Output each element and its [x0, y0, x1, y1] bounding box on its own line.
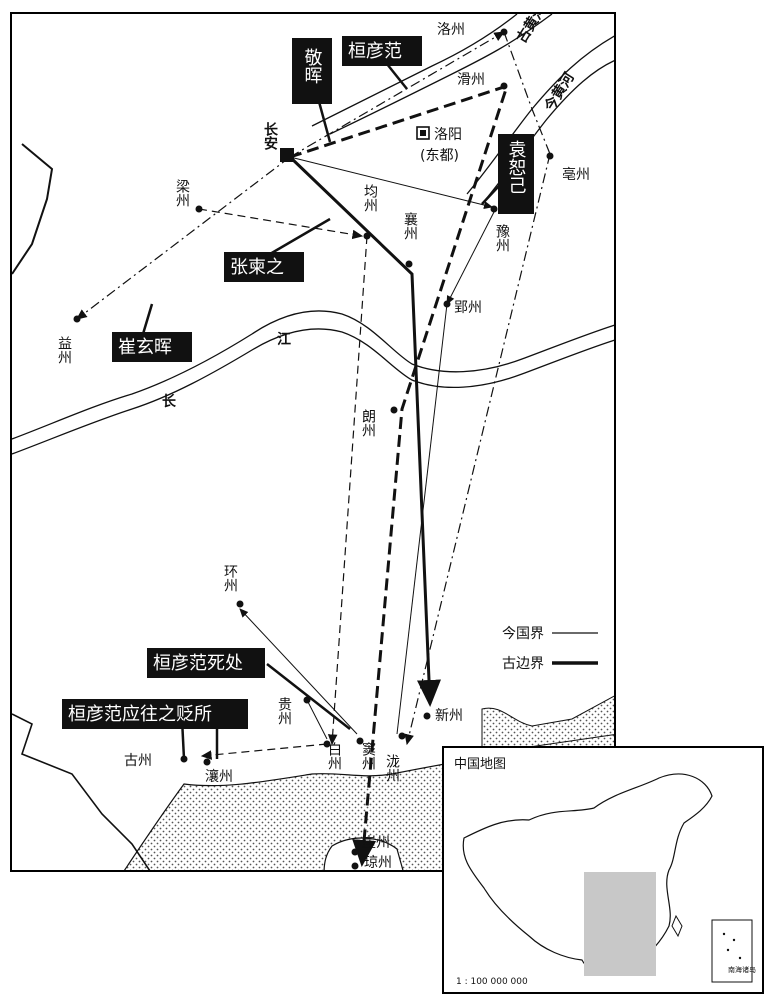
- city-yazhou: 崖州: [362, 835, 390, 851]
- label-yuanshuji: 袁恕己: [498, 134, 534, 214]
- inset-scale: 1 : 100 000 000: [456, 977, 528, 987]
- changan-marker: [280, 148, 294, 162]
- capital-luoyang: 洛阳: [434, 127, 462, 143]
- city-qiongzhou: 琼州: [364, 855, 392, 871]
- city-junzhou: 均州: [362, 184, 378, 212]
- svg-text:张柬之: 张柬之: [230, 257, 284, 278]
- inset-title: 中国地图: [454, 757, 506, 772]
- legend-modern-label: 今国界: [502, 626, 544, 642]
- route-zhangjianzhi: [288, 155, 441, 707]
- city-xinzhou: 新州: [435, 708, 463, 724]
- city-guizhou: 贵州: [276, 697, 292, 725]
- main-map: 洛州 滑州 亳州 梁州 均州 襄州 豫州 郢州 益州 朗州 环州 贵州 白州 窦…: [10, 12, 616, 872]
- river-old-yellow: 古黄河: [513, 14, 550, 46]
- city-rangzhou: 瀼州: [205, 768, 233, 785]
- river-yangtze-a: 长: [162, 393, 177, 410]
- city-yizhou: 益州: [56, 336, 72, 364]
- svg-text:桓彦范应往之贬所: 桓彦范应往之贬所: [68, 704, 212, 725]
- old-yellow-river: [329, 14, 553, 135]
- south-sea-box: [711, 919, 753, 983]
- svg-text:桓彦范: 桓彦范: [348, 41, 402, 62]
- city-langzhou: 朗州: [360, 409, 376, 437]
- river-yangtze-b: 江: [277, 331, 291, 348]
- sea-area-east: [481, 695, 614, 755]
- new-yellow-river: [466, 35, 614, 195]
- city-longzhou: 泷州: [384, 754, 400, 782]
- city-dots: [73, 28, 554, 870]
- label-huanyanfan: 桓彦范: [342, 36, 422, 66]
- capital-changan: 长安: [262, 121, 278, 151]
- legend: 今国界 古边界: [502, 626, 598, 672]
- yangtze-river: [12, 310, 614, 440]
- svg-text:敬晖: 敬晖: [302, 48, 323, 84]
- city-baizhou: 白州: [326, 742, 342, 770]
- city-douzhou: 窦州: [360, 742, 376, 770]
- label-jinghui: 敬晖: [292, 38, 332, 104]
- city-yuzhou: 豫州: [494, 224, 510, 252]
- svg-text:袁恕己: 袁恕己: [506, 140, 527, 194]
- route-huanyanfan: [289, 31, 506, 158]
- label-zhangjianzhi: 张柬之: [224, 252, 304, 282]
- label-huan-exile: 桓彦范应往之贬所: [62, 699, 248, 729]
- inset-south-sea: 南海诸岛: [728, 965, 756, 974]
- label-huan-death: 桓彦范死处: [147, 648, 265, 678]
- city-xiangzhou: 襄州: [402, 212, 418, 240]
- legend-ancient-label: 古边界: [502, 656, 544, 672]
- city-yingzhou: 郢州: [454, 300, 482, 316]
- city-luozhou: 洛州: [437, 22, 465, 38]
- city-huazhou: 滑州: [457, 71, 485, 88]
- inset-china-map: 中国地图 南海诸岛 1 : 100 000 000: [442, 746, 764, 994]
- route-jinghui: [289, 83, 510, 867]
- inset-highlight: [584, 872, 656, 976]
- route-cuixuanwei: [76, 156, 291, 320]
- modern-border: [12, 143, 54, 275]
- city-huanzhou: 环州: [222, 564, 238, 592]
- city-guzhou: 古州: [124, 753, 152, 769]
- capital-luoyang-note: (东都): [420, 148, 459, 164]
- city-liangzhou: 梁州: [174, 179, 190, 207]
- svg-text:崔玄晖: 崔玄晖: [118, 337, 172, 358]
- label-cuixuanwei: 崔玄晖: [112, 332, 192, 362]
- city-bozhou: 亳州: [562, 166, 590, 183]
- map-canvas: 洛州 滑州 亳州 梁州 均州 襄州 豫州 郢州 益州 朗州 环州 贵州 白州 窦…: [12, 14, 614, 871]
- svg-text:桓彦范死处: 桓彦范死处: [153, 653, 243, 674]
